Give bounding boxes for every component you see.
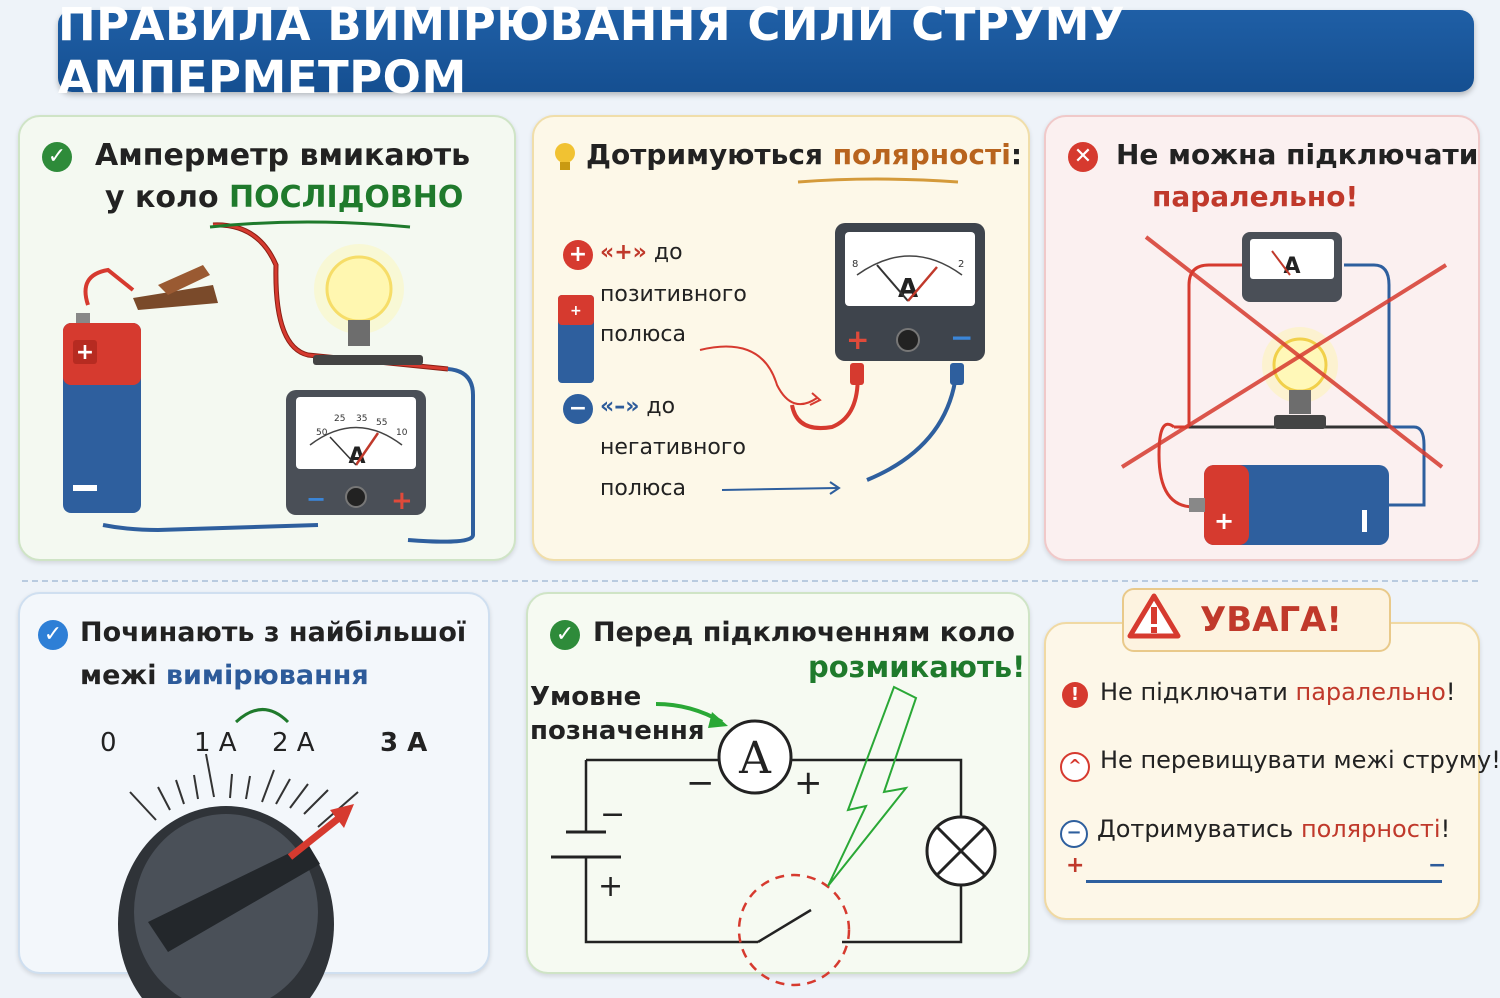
minus-rule-line1: «–» до — [600, 394, 676, 419]
exclamation-icon: ! — [1062, 682, 1088, 708]
meter-letter: A — [1283, 254, 1300, 279]
plus-rule-line2: позитивного — [600, 282, 747, 307]
series-circuit-illustration: + 50 25 35 55 10 A − + — [63, 222, 475, 544]
ammeter-plus: + — [794, 763, 823, 803]
cross-line — [1120, 263, 1448, 469]
scale-label: 50 — [316, 428, 328, 438]
lightning-arrow-icon — [827, 685, 918, 887]
warning-triangle-icon — [1127, 593, 1181, 639]
bulb-icon — [313, 244, 423, 365]
panel3-line2: паралельно! — [1152, 180, 1359, 213]
page-title: ПРАВИЛА ВИМІРЮВАННЯ СИЛИ СТРУМУ АМПЕРМЕТ… — [58, 0, 1126, 104]
scale-label: 25 — [334, 414, 345, 424]
polarity-highlight: полярності — [832, 138, 1011, 171]
cross-circle-icon: ✕ — [1068, 142, 1098, 172]
dial-label: 3 A — [380, 728, 428, 758]
polarity-illustration: + 8 2 A + − — [558, 223, 985, 495]
warning-item-3: Дотримуватись полярності! — [1097, 815, 1451, 843]
section-divider — [22, 580, 1478, 582]
blue-plug — [950, 363, 964, 385]
ammeter-icon: 8 2 A + − — [835, 223, 985, 361]
red-plug — [850, 363, 864, 385]
minus-circle-icon: − — [563, 394, 593, 424]
panel2-title: Дотримуються полярності: — [586, 138, 1023, 171]
symbol-label-line2: позначення — [530, 716, 705, 746]
panel5-line1: Перед підключенням коло — [593, 617, 1015, 648]
chevron-up-icon: ^ — [1060, 752, 1090, 782]
battery-symbol-plus: + — [598, 869, 623, 904]
check-icon: ✓ — [38, 620, 68, 650]
title-banner: ПРАВИЛА ВИМІРЮВАННЯ СИЛИ СТРУМУ АМПЕРМЕТ… — [58, 0, 1474, 104]
minus-rule-line2: негативного — [600, 435, 746, 460]
scale-label: 35 — [356, 414, 367, 424]
check-icon: ✓ — [42, 142, 72, 172]
meter-plus: + — [391, 486, 413, 516]
panel1-line2: у коло ПОСЛІДОВНО — [105, 180, 464, 215]
dial-label: 1 A — [194, 728, 237, 758]
scale-label: 8 — [852, 259, 858, 270]
ammeter-symbol — [717, 719, 793, 795]
scale-label: 55 — [376, 418, 387, 428]
meter-minus: − — [306, 485, 326, 513]
circuit-diagram: A − + − + — [551, 685, 997, 987]
minus-rule-line3: полюса — [600, 476, 687, 501]
cross-line — [1144, 235, 1444, 469]
ammeter-icon: 50 25 35 55 10 A − + — [286, 390, 426, 516]
plus-rule-line1: «+» до — [600, 240, 683, 265]
panel4-line1: Починають з найбільшої — [80, 617, 467, 648]
range-dial-illustration — [118, 708, 359, 998]
scale-label: 10 — [396, 428, 408, 438]
minus-circle-icon: − — [1060, 820, 1088, 848]
ammeter-icon: A — [1242, 232, 1342, 302]
plus-circle-icon: + — [563, 240, 593, 270]
underline-decoration — [797, 177, 959, 184]
panel3-line1: Не можна підключати — [1116, 138, 1479, 171]
ammeter-symbol-letter: A — [738, 733, 772, 784]
clip-icon — [133, 265, 218, 310]
plus-rule-line3: полюса — [600, 322, 687, 347]
meter-plus: + — [846, 323, 869, 356]
symbol-label-line1: Умовне — [530, 682, 642, 712]
small-battery-icon: + — [558, 295, 594, 383]
battery-icon: + — [1189, 465, 1389, 545]
red-arrow-icon — [330, 804, 354, 828]
switch-symbol — [757, 908, 812, 944]
warning-title: УВАГА! — [1200, 600, 1342, 640]
polarity-minus-mark: − — [1428, 853, 1447, 878]
panel1-line1: Амперметр вмикають — [95, 138, 471, 173]
battery-icon: + — [63, 313, 141, 513]
parallel-wrong-illustration: A + — [1120, 232, 1448, 545]
warning-item-2: Не перевищувати межі струму! — [1100, 746, 1500, 774]
knob-pointer — [148, 844, 320, 952]
battery-symbol-minus: − — [600, 797, 625, 832]
panel-warning — [1044, 622, 1480, 920]
check-icon: ✓ — [550, 620, 580, 650]
panel5-line2: розмикають! — [808, 650, 1026, 684]
dial-label: 2 A — [272, 728, 315, 758]
underline-decoration — [209, 220, 411, 229]
battery-plus: + — [1214, 507, 1234, 535]
lightbulb-icon — [555, 143, 575, 170]
range-highlight: вимірювання — [165, 660, 369, 691]
series-highlight: ПОСЛІДОВНО — [229, 180, 464, 215]
panel4-line2: межі вимірювання — [80, 660, 369, 691]
polarity-line — [1086, 880, 1442, 883]
small-battery-plus: + — [570, 303, 582, 319]
polarity-plus-mark: + — [1066, 853, 1085, 878]
scale-label: 2 — [958, 259, 964, 270]
warning-item-1: Не підключати паралельно! — [1100, 678, 1456, 706]
switch-highlight-circle — [737, 873, 851, 987]
meter-minus: − — [950, 321, 973, 354]
battery-plus: + — [76, 340, 94, 365]
meter-letter: A — [348, 444, 365, 469]
dial-label: 0 — [100, 728, 117, 758]
ammeter-minus: − — [686, 763, 715, 803]
